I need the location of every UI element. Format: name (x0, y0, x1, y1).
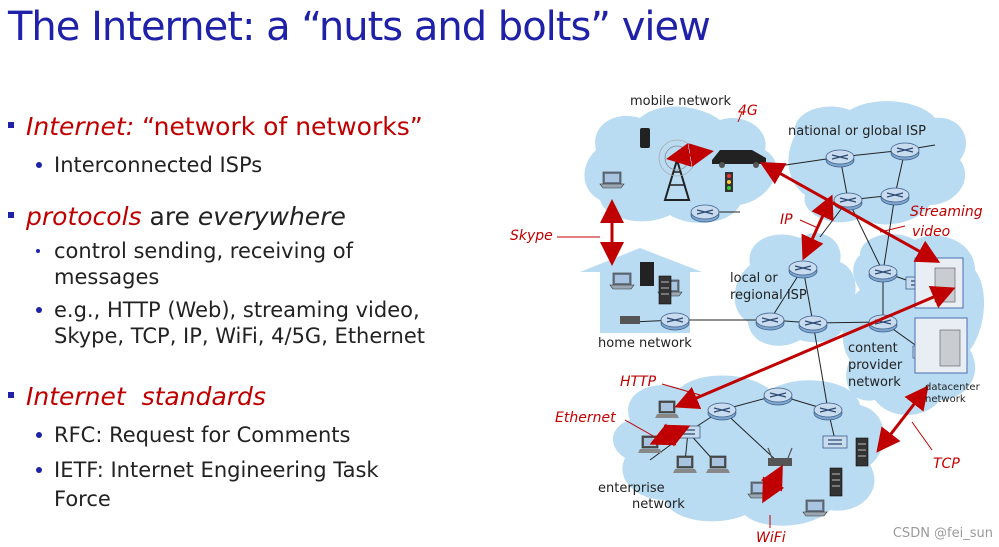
protocol-streaming-label-line2: video (912, 224, 950, 240)
smartphone-icon (640, 128, 650, 148)
laptop-icon (609, 272, 635, 290)
internet-diagram: mobile network national or global ISP lo… (510, 94, 985, 546)
bullet-protocols-keyword: protocols (26, 202, 142, 231)
car-icon (712, 150, 766, 168)
bullet-square-icon (8, 122, 14, 128)
game-console-icon (640, 262, 654, 286)
protocol-skype-label: Skype (510, 228, 553, 244)
server-icon (855, 437, 869, 467)
router-icon (798, 315, 828, 334)
bullet-square-icon (8, 212, 14, 218)
watermark: CSDN @fei_sun (892, 526, 993, 541)
content-provider-label-line1: content (848, 341, 898, 356)
national-isp-label: national or global ISP (788, 124, 926, 139)
arrow-ethernet (649, 423, 691, 447)
protocol-ethernet-label: Ethernet (555, 410, 616, 426)
bullet-dot-icon (36, 307, 42, 313)
bullet-standards: Internet standards (8, 382, 266, 411)
datacenter-label-line2: network (925, 394, 966, 405)
sub-bullet: RFC: Request for Comments (36, 422, 350, 448)
bullet-protocols: protocols are everywhere (8, 202, 346, 231)
arrow-streaming-video (759, 162, 941, 263)
laptop-icon (802, 499, 828, 517)
home-router-icon (620, 316, 640, 324)
bullet-dot-icon (36, 467, 42, 473)
regional-isp-label-line2: regional ISP (730, 288, 807, 303)
router-icon (868, 264, 898, 283)
router-icon (890, 142, 920, 161)
router-icon (825, 149, 855, 168)
router-icon (880, 187, 910, 206)
arrow-wifi (760, 464, 785, 504)
laptop-icon (599, 171, 625, 189)
sub-bullet: e.g., HTTP (Web), streaming video, (36, 297, 420, 323)
protocol-tcp-label: TCP (933, 456, 960, 472)
regional-isp-label-line1: local or (730, 271, 778, 286)
bullet-internet-keyword: Internet: (26, 112, 135, 141)
router-icon (755, 312, 785, 331)
server-icon (658, 275, 672, 305)
router-icon (763, 387, 793, 406)
router-icon (660, 312, 690, 331)
sub-bullet: Interconnected ISPs (36, 152, 262, 178)
bullet-internet: Internet: “network of networks” (8, 112, 423, 141)
protocol-streaming-label-line1: Streaming (910, 204, 983, 220)
protocol-http-label: HTTP (620, 374, 657, 390)
router-icon (813, 402, 843, 421)
datacenter-label-line1: datacenter (925, 382, 981, 393)
arrow-tcp (876, 385, 929, 453)
wifi-access-point-icon (767, 447, 793, 466)
sub-bullet-continuation: messages (54, 265, 160, 289)
bullet-square-icon (8, 392, 14, 398)
slide-title: The Internet: a “nuts and bolts” view (8, 4, 711, 50)
router-icon (690, 204, 720, 223)
sub-bullet: IETF: Internet Engineering Task (36, 457, 379, 483)
protocol-4g-label: 4G (738, 103, 758, 119)
protocol-ip-label: IP (780, 212, 793, 228)
arrow-http (674, 286, 956, 409)
bullet-internet-text: “network of networks” (134, 112, 423, 141)
sub-bullet-continuation: Skype, TCP, IP, WiFi, 4/5G, Ethernet (54, 324, 426, 348)
mobile-network-label: mobile network (630, 94, 731, 109)
bullet-standards-keyword: Internet standards (26, 382, 266, 411)
bullet-dot-icon (36, 162, 42, 168)
router-icon (707, 402, 737, 421)
home-network-house (580, 248, 702, 333)
router-icon (788, 260, 818, 279)
bullet-dot-icon (36, 249, 40, 253)
switch-icon (822, 435, 848, 449)
content-provider-label-line3: network (848, 375, 901, 390)
sub-bullet: control sending, receiving of (36, 238, 353, 264)
enterprise-label-line2: network (632, 497, 685, 512)
protocol-wifi-label: WiFi (756, 530, 786, 546)
traffic-light-icon (725, 172, 733, 192)
arrow-4g (666, 143, 714, 167)
bullet-dot-icon (36, 432, 42, 438)
enterprise-label-line1: enterprise (598, 481, 665, 496)
content-provider-label-line2: provider (848, 358, 903, 373)
home-network-label: home network (598, 336, 692, 351)
sub-bullet-continuation: Force (54, 487, 111, 511)
server-icon (829, 467, 843, 497)
